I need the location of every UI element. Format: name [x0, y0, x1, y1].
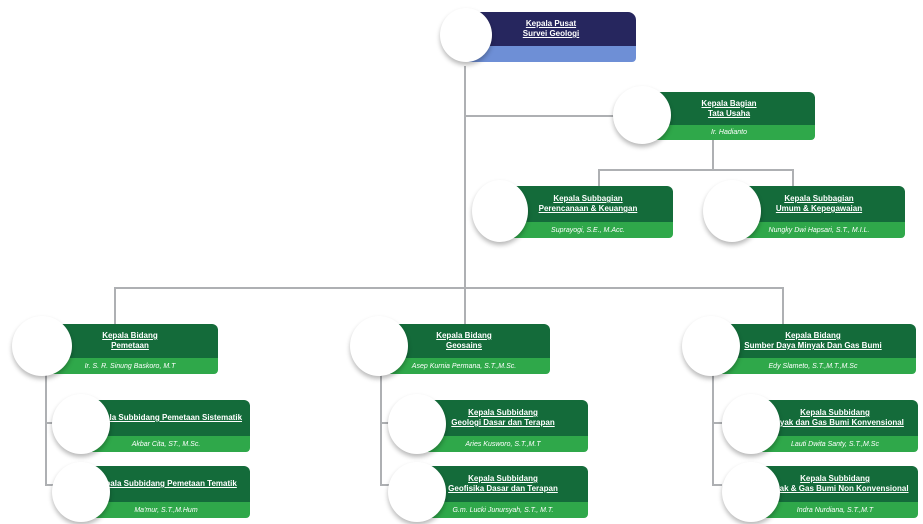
connector-bidang-left [114, 287, 116, 325]
node-pemetaan-tematik: Kepala Subbidang Pemetaan Tematik Ma'mur… [82, 466, 250, 518]
node-umum-kepegawaian: Kepala Subbagian Umum & Kepegawaian Nung… [733, 186, 905, 238]
avatar-perencanaan-keuangan [472, 180, 528, 242]
node-geofisika-dasar: Kepala Subbidang Geofisika Dasar dan Ter… [418, 466, 588, 518]
node-title: Kepala Subbagian Umum & Kepegawaian [733, 186, 905, 222]
avatar-pemetaan-tematik [52, 462, 110, 522]
connector-pemetaan-sistematik [45, 422, 55, 424]
node-name: Edy Slameto, S.T.,M.T.,M.Sc [710, 358, 916, 374]
connector-bidang-horizontal [114, 287, 784, 289]
node-kepala-pusat: Kepala Pusat Survei Geologi [466, 12, 636, 62]
avatar-bidang-migas [682, 316, 740, 376]
connector-pemetaan-tematik [45, 484, 55, 486]
avatar-tata-usaha [613, 86, 671, 144]
node-migas-non-konvensional: Kepala Subbidang Minyak & Gas Bumi Non K… [752, 466, 918, 518]
node-title: Kepala Subbidang Pemetaan Sistematik [82, 400, 250, 436]
connector-migas-non-konvensional [712, 484, 722, 486]
connector-geofisika-dasar [380, 484, 390, 486]
node-perencanaan-keuangan: Kepala Subbagian Perencanaan & Keuangan … [503, 186, 673, 238]
node-name: Aries Kusworo, S.T.,M.T [418, 436, 588, 452]
node-tata-usaha: Kepala Bagian Tata Usaha Ir. Hadianto [643, 92, 815, 140]
node-name: Ma'mur, S.T.,M.Hum [82, 502, 250, 518]
connector-bidang-right [782, 287, 784, 325]
avatar-geofisika-dasar [388, 462, 446, 522]
node-bidang-pemetaan: Kepala Bidang Pemetaan Ir. S. R. Sinung … [42, 324, 218, 374]
node-name: Suprayogi, S.E., M.Acc. [503, 222, 673, 238]
connector-subbagian-right [792, 169, 794, 187]
node-title: Kepala Subbagian Perencanaan & Keuangan [503, 186, 673, 222]
avatar-migas-konvensional [722, 394, 780, 454]
connector-geosains-vertical [380, 372, 382, 484]
node-name: Ir. Hadianto [643, 125, 815, 140]
connector-tu-vertical [712, 140, 714, 170]
node-name: G.m. Lucki Junursyah, S.T., M.T. [418, 502, 588, 518]
connector-migas-konvensional [712, 422, 722, 424]
node-name [466, 46, 636, 62]
node-name: Asep Kurnia Permana, S.T.,M.Sc. [378, 358, 550, 374]
node-title: Kepala Subbidang Geofisika Dasar dan Ter… [418, 466, 588, 502]
connector-bidang-center [464, 287, 466, 325]
node-title: Kepala Bagian Tata Usaha [643, 92, 815, 125]
avatar-geologi-dasar [388, 394, 446, 454]
node-title: Kepala Bidang Pemetaan [42, 324, 218, 358]
avatar-umum-kepegawaian [703, 180, 761, 242]
node-title: Kepala Subbidang Minyak & Gas Bumi Non K… [752, 466, 918, 502]
node-title: Kepala Subbidang Minyak dan Gas Bumi Kon… [752, 400, 918, 436]
node-title: Kepala Pusat Survei Geologi [466, 12, 636, 46]
node-name: Akbar Cita, ST., M.Sc. [82, 436, 250, 452]
node-pemetaan-sistematik: Kepala Subbidang Pemetaan Sistematik Akb… [82, 400, 250, 452]
node-title: Kepala Subbidang Geologi Dasar dan Terap… [418, 400, 588, 436]
avatar-migas-non-konvensional [722, 462, 780, 522]
node-geologi-dasar: Kepala Subbidang Geologi Dasar dan Terap… [418, 400, 588, 452]
node-name: Indra Nurdiana, S.T.,M.T [752, 502, 918, 518]
connector-pemetaan-vertical [45, 372, 47, 484]
node-bidang-migas: Kepala Bidang Sumber Daya Minyak Dan Gas… [710, 324, 916, 374]
node-name: Ir. S. R. Sinung Baskoro, M.T [42, 358, 218, 374]
node-name: Nungky Dwi Hapsari, S.T., M.I.L. [733, 222, 905, 238]
avatar-kepala-pusat [440, 8, 492, 62]
node-migas-konvensional: Kepala Subbidang Minyak dan Gas Bumi Kon… [752, 400, 918, 452]
connector-main-vertical [464, 66, 466, 288]
connector-subbagian-horizontal [598, 169, 794, 171]
connector-geologi-dasar [380, 422, 390, 424]
node-title: Kepala Bidang Sumber Daya Minyak Dan Gas… [710, 324, 916, 358]
node-name: Lauti Dwita Santy, S.T.,M.Sc [752, 436, 918, 452]
connector-migas-vertical [712, 372, 714, 484]
avatar-pemetaan-sistematik [52, 394, 110, 454]
connector-tata-usaha [464, 115, 614, 117]
connector-subbagian-left [598, 169, 600, 187]
avatar-bidang-geosains [350, 316, 408, 376]
avatar-bidang-pemetaan [12, 316, 72, 376]
node-title: Kepala Subbidang Pemetaan Tematik [82, 466, 250, 502]
